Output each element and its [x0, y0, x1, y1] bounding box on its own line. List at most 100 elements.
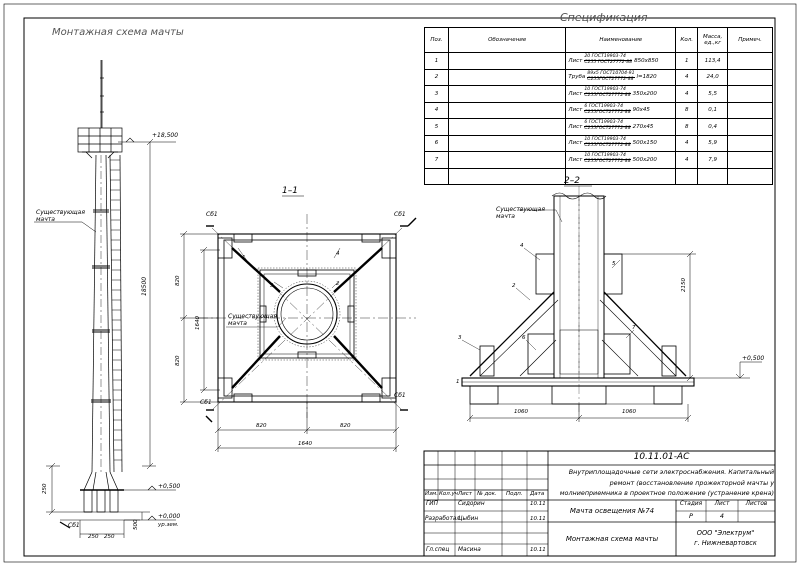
col-header-doc: № док.: [477, 491, 497, 497]
spec-cell-pos: 3: [424, 85, 449, 103]
spec-cell-designation: [447, 151, 567, 169]
spec-name-top: 89x5 ГОСТ10704-91: [587, 70, 635, 78]
spec-name-prefix: Лист: [568, 140, 583, 147]
dim-820-horizontal-left: 820: [256, 423, 267, 429]
elevation-mid: +0,500: [158, 483, 181, 490]
spec-cell-mass: 113,4: [697, 52, 729, 70]
spec-cell-note: [727, 151, 773, 169]
spec-name-bottom: С255 ГОСТ27772-88: [584, 60, 633, 66]
spec-name-prefix: Лист: [568, 57, 583, 64]
spec-name-top: 10 ГОСТ19903-74: [584, 154, 631, 161]
sheet-label: Лист: [714, 501, 730, 507]
spec-name-size: 90x45: [632, 107, 650, 114]
col-header-date: Дата: [530, 491, 545, 497]
spec-cell-note: [727, 52, 773, 70]
spec-name-top: 20 ГОСТ19903-74: [584, 55, 633, 62]
plan-1-1-welds: [257, 267, 357, 361]
spec-cell-pos: 2: [424, 68, 449, 86]
spec-name-bottom: С255ГОСТ27772-88: [584, 93, 631, 99]
name-developer: Цыбин: [458, 516, 479, 522]
name-gip: Сидорин: [458, 501, 485, 507]
spec-name-top: 10 ГОСТ19903-74: [584, 137, 631, 144]
mast-joints: [91, 209, 111, 403]
elevation-2-2: +0,500: [742, 355, 765, 362]
plan-1-1-dimensions: [180, 230, 400, 452]
section-2-2-leaders: [461, 209, 635, 351]
spec-cell-designation: [447, 68, 567, 86]
spec-header-row: Поз. Обозначение Наименование Кол. Масса…: [424, 27, 773, 53]
spec-cell-designation: [447, 134, 567, 152]
stage-value: Р: [689, 512, 693, 520]
dim-1060-right: 1060: [622, 409, 636, 415]
spec-cell-qty: 1: [675, 52, 699, 70]
sheets-label: Листов: [745, 501, 768, 507]
spec-header-mass: Масса, ед.,кг: [697, 27, 729, 53]
spec-name-bottom: С255ГОСТ27772-88: [584, 159, 631, 165]
sec-pos-7: 7: [632, 325, 636, 331]
col-header-count: Кол.уч: [439, 491, 459, 497]
sb1-marker-plan-tl: Сб1: [206, 211, 218, 218]
spec-cell-qty: 4: [675, 134, 699, 152]
spec-cell-mass: 0,1: [697, 101, 729, 119]
dim-1640-vertical: 1640: [195, 316, 201, 330]
dim-820-horizontal-right: 820: [340, 423, 351, 429]
sb1-marker-plan-tr: Сб1: [394, 211, 406, 218]
spec-cell-pos: 4: [424, 101, 449, 119]
dim-1640-horizontal: 1640: [298, 441, 312, 447]
height-dimension-label: 18500: [141, 276, 148, 296]
sec-pos-2: 2: [512, 283, 516, 289]
plan-pos-2: 2: [336, 281, 340, 287]
spec-header-qty: Кол.: [675, 27, 699, 53]
sb1-marker-mast: Сб1: [68, 522, 80, 529]
spec-name-prefix: Лист: [568, 107, 583, 114]
ground-level: ур.зем.: [158, 522, 179, 528]
title-block-grid: [423, 450, 776, 557]
spec-name-bottom: С255ГОСТ27772-88: [584, 126, 631, 132]
height-dimension: [46, 138, 156, 538]
dim-1060-left: 1060: [514, 409, 528, 415]
plan-pos-4: 4: [336, 251, 340, 257]
sec-pos-4: 4: [520, 243, 524, 249]
sec-pos-5: 5: [612, 261, 616, 267]
section-2-2-dimensions: [466, 250, 762, 422]
spec-cell-designation: [447, 118, 567, 136]
elevation-marks: [118, 137, 176, 521]
spec-name-size: 850x850: [634, 57, 659, 64]
elevation-top: +18,500: [152, 132, 179, 139]
existing-mast-leader: [34, 221, 97, 233]
sec-pos-3: 3: [458, 335, 462, 341]
spec-header-designation: Обозначение: [447, 27, 567, 53]
dim-500-vertical: 500: [133, 519, 139, 531]
spec-name-prefix: Лист: [568, 90, 583, 97]
spec-header-note: Примеч.: [727, 27, 773, 53]
spec-cell-note: [727, 68, 773, 86]
project-description: Внутриплощадочные сети электроснабжения.…: [559, 468, 774, 497]
spec-name-top: 6 ГОСТ19903-74: [584, 121, 631, 128]
col-header-sheet: Лист: [458, 491, 472, 497]
section-1-1-label: 1–1: [282, 186, 298, 196]
spec-cell-qty: 4: [675, 151, 699, 169]
mast-base: [46, 471, 150, 521]
dim-250-base-left: 250: [88, 534, 99, 540]
spec-name-size: 350x200: [632, 90, 657, 97]
section-marker-sb1-left: [59, 521, 71, 529]
table-row-empty: [424, 167, 773, 185]
spec-name-prefix: Лист: [568, 123, 583, 130]
section-cut-markers: [205, 217, 417, 423]
existing-mast-section-label: Существующая мачта: [496, 206, 545, 220]
date-gip: 10.11: [530, 501, 546, 507]
role-developer: Разработал: [425, 516, 461, 522]
role-gip: ГИП: [426, 501, 438, 507]
spec-name-bottom: С255ГОСТ27772-88: [587, 76, 634, 82]
ladder-rungs: [110, 159, 122, 461]
